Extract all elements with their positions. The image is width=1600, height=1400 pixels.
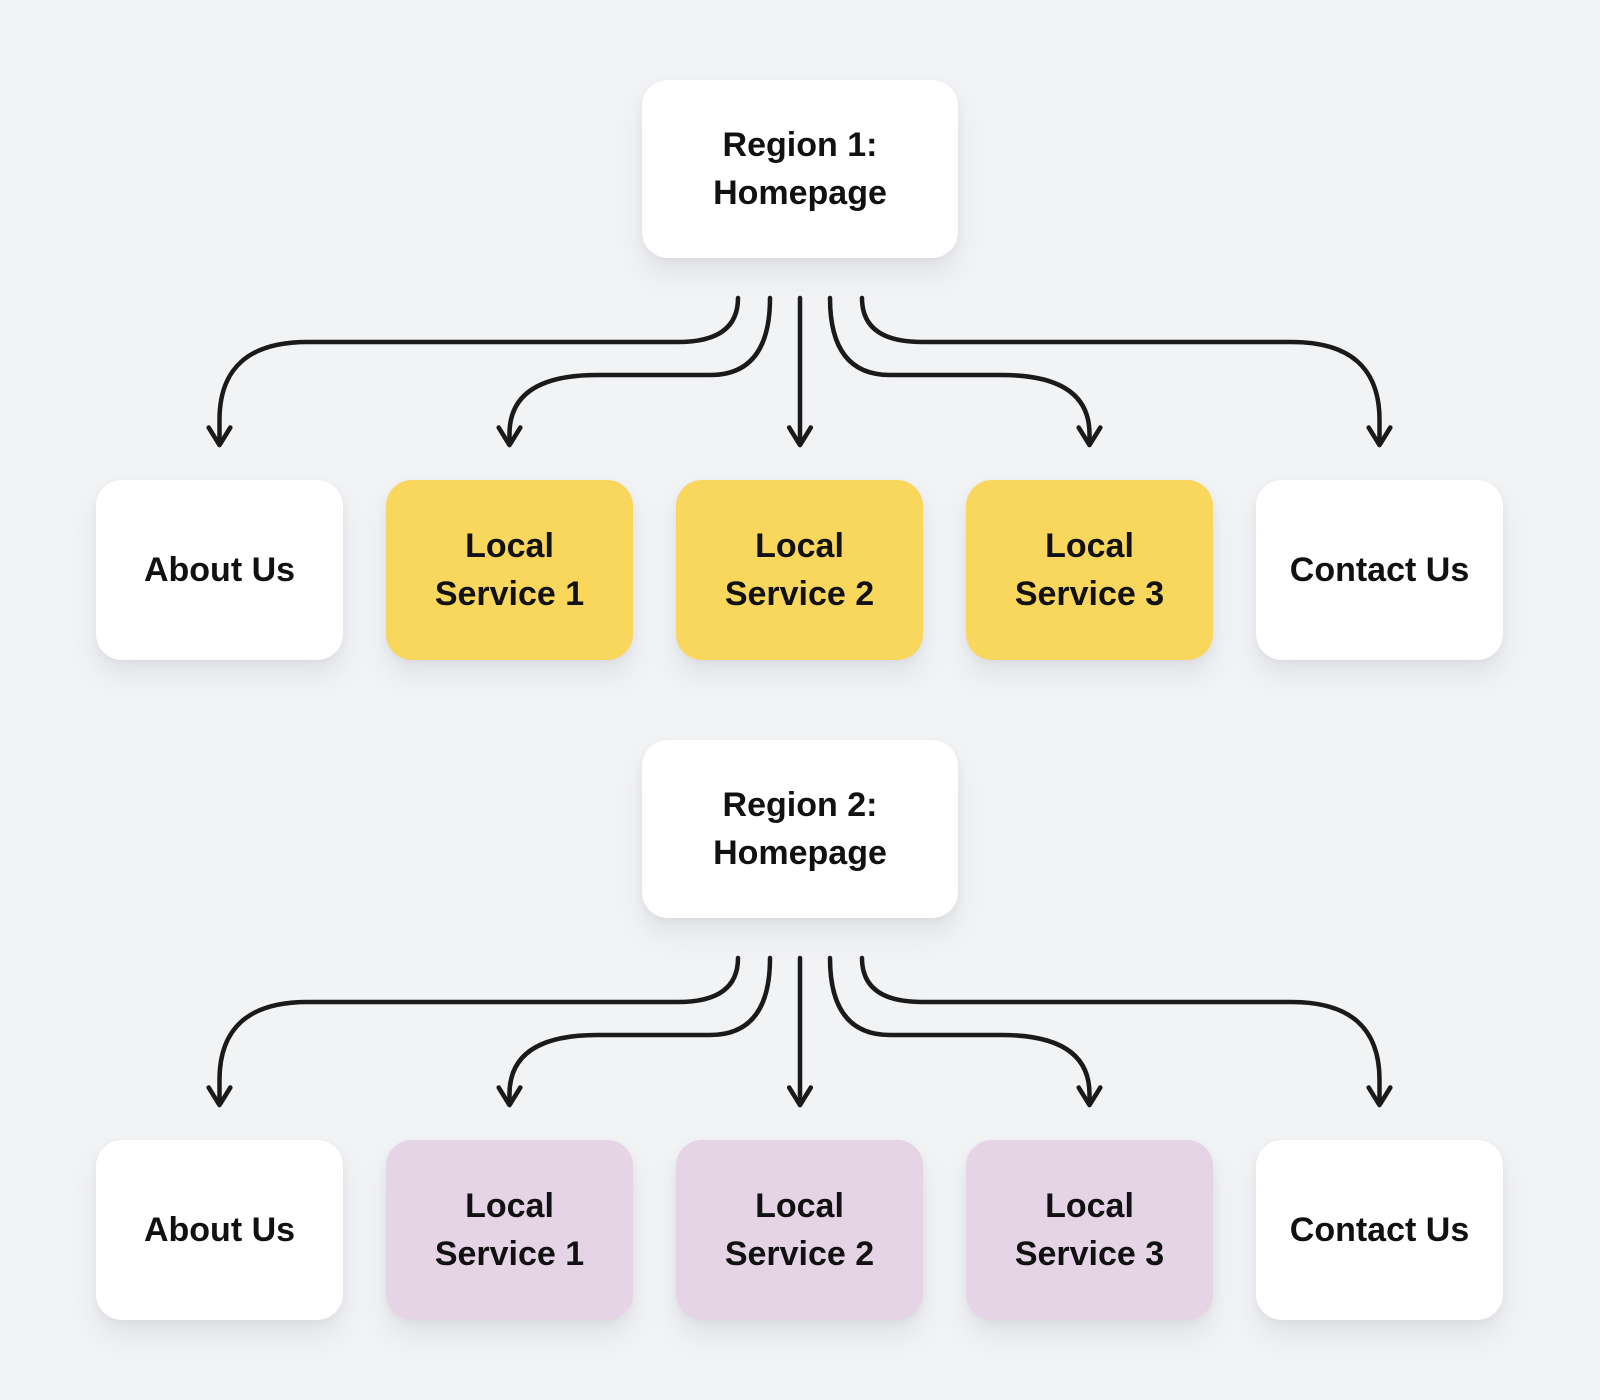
arrow-region2-homepage-to-contact-us bbox=[859, 955, 1393, 1108]
arrow-region1-homepage-to-local-service-3 bbox=[827, 295, 1103, 448]
arrow-region1-homepage-to-about-us bbox=[206, 295, 741, 448]
node-region1-about-us[interactable]: About Us bbox=[96, 480, 343, 660]
arrow-region2-homepage-to-local-service-3 bbox=[827, 955, 1103, 1108]
node-region2-local-service-3[interactable]: Local Service 3 bbox=[966, 1140, 1213, 1320]
arrow-region2-homepage-to-about-us bbox=[206, 955, 741, 1108]
node-region2-contact-us[interactable]: Contact Us bbox=[1256, 1140, 1503, 1320]
node-region1-local-service-3[interactable]: Local Service 3 bbox=[966, 480, 1213, 660]
node-region2-local-service-2[interactable]: Local Service 2 bbox=[676, 1140, 923, 1320]
node-region1-local-service-1[interactable]: Local Service 1 bbox=[386, 480, 633, 660]
node-region1-homepage[interactable]: Region 1: Homepage bbox=[642, 80, 958, 258]
node-region2-about-us[interactable]: About Us bbox=[96, 1140, 343, 1320]
arrow-region2-homepage-to-local-service-1 bbox=[496, 955, 773, 1108]
node-region1-contact-us[interactable]: Contact Us bbox=[1256, 480, 1503, 660]
arrow-region1-homepage-to-contact-us bbox=[859, 295, 1393, 448]
node-region2-homepage[interactable]: Region 2: Homepage bbox=[642, 740, 958, 918]
node-region2-local-service-1[interactable]: Local Service 1 bbox=[386, 1140, 633, 1320]
arrow-region1-homepage-to-local-service-1 bbox=[496, 295, 773, 448]
node-region1-local-service-2[interactable]: Local Service 2 bbox=[676, 480, 923, 660]
